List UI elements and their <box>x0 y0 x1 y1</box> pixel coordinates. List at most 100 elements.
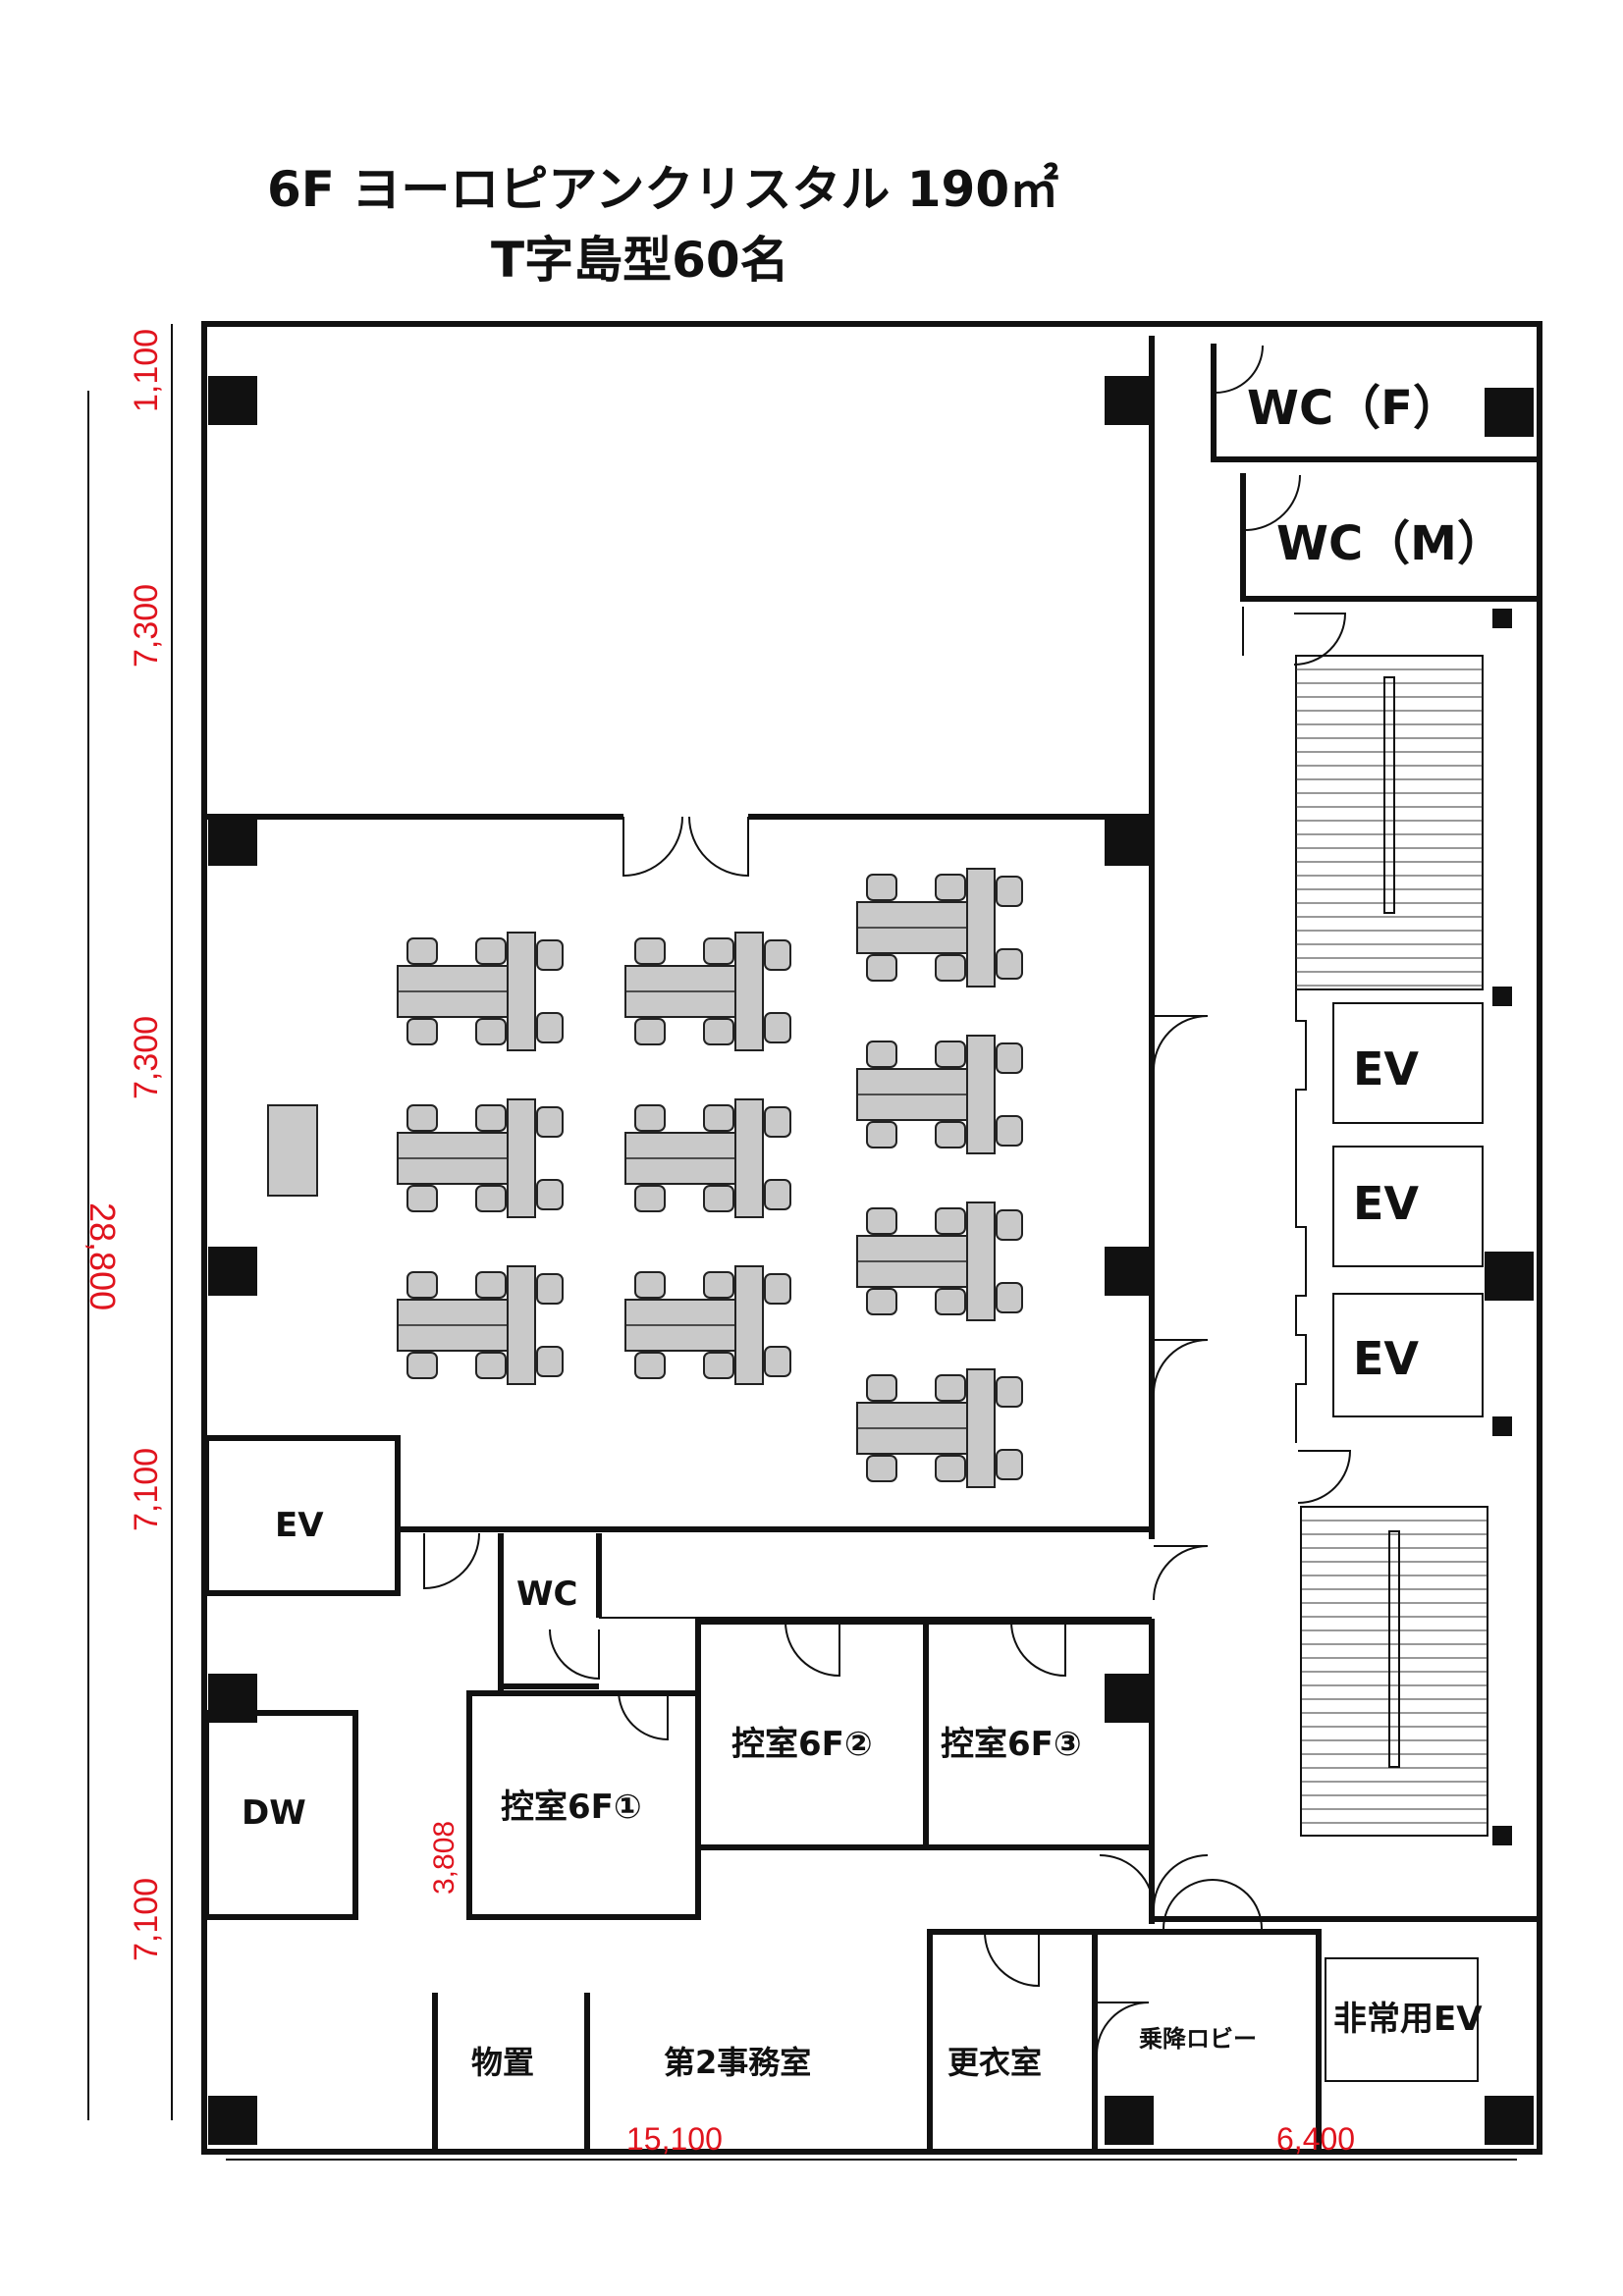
label-ev-left: EV <box>275 1506 324 1545</box>
chair <box>996 1282 1023 1313</box>
dim-room-width: 3,808 <box>428 1821 460 1895</box>
chair <box>634 1104 666 1132</box>
chair <box>703 937 734 965</box>
plan-title-line1: 6F ヨーロピアンクリスタル 190㎡ <box>267 161 1058 218</box>
outer-wall <box>201 321 1542 2155</box>
plan-title-line2: T字島型60名 <box>491 232 789 289</box>
chair <box>866 1121 897 1148</box>
label-ev2: EV <box>1353 1177 1419 1230</box>
dim-seg5: 7,100 <box>128 1878 165 1961</box>
chair <box>866 1288 897 1315</box>
dim-total: 28,800 <box>82 1202 123 1310</box>
head-table <box>966 1201 996 1321</box>
ev1-box <box>1332 1002 1484 1124</box>
table-islands <box>397 868 1023 1488</box>
table-island <box>856 1035 1023 1154</box>
head-table <box>734 932 764 1051</box>
wc-f-box <box>1211 344 1538 462</box>
chair <box>996 1209 1023 1241</box>
chair <box>475 1271 507 1299</box>
chair <box>866 874 897 901</box>
table-island <box>856 1368 1023 1488</box>
chair <box>475 1018 507 1045</box>
chair <box>703 1185 734 1212</box>
label-wc: WC <box>516 1575 577 1614</box>
chair <box>406 1018 438 1045</box>
dimension-lines <box>87 324 1517 2161</box>
chair <box>634 1352 666 1379</box>
chair <box>406 1271 438 1299</box>
chair <box>935 1207 966 1235</box>
chair <box>406 1352 438 1379</box>
label-ev1: EV <box>1353 1042 1419 1095</box>
table-island <box>856 868 1023 988</box>
chair <box>996 1449 1023 1480</box>
chair <box>996 1042 1023 1074</box>
chair <box>935 1455 966 1482</box>
label-emergency-ev: 非常用EV <box>1333 2000 1483 2039</box>
label-wc-f: WC（F） <box>1247 381 1460 436</box>
chair <box>703 1271 734 1299</box>
dim-seg2: 7,300 <box>128 584 165 667</box>
label-dw: DW <box>242 1793 306 1833</box>
chair <box>996 1376 1023 1408</box>
chair <box>634 1185 666 1212</box>
chair <box>764 1106 791 1138</box>
chair <box>935 1374 966 1402</box>
chair <box>935 1288 966 1315</box>
wc-m-box <box>1240 473 1538 602</box>
lobby-box <box>1092 1929 1322 2155</box>
label-jimushitsu: 第2事務室 <box>664 2044 811 2081</box>
head-table <box>507 1265 536 1385</box>
stair-upper-box <box>1295 655 1484 990</box>
chair <box>764 1273 791 1305</box>
head-table <box>734 1098 764 1218</box>
head-table <box>966 868 996 988</box>
ev-left-box <box>203 1435 401 1596</box>
chair <box>866 1207 897 1235</box>
table-island <box>856 1201 1023 1321</box>
chair <box>996 876 1023 907</box>
chair <box>866 1374 897 1402</box>
label-wc-m: WC（M） <box>1276 516 1504 571</box>
ev3-box <box>1332 1293 1484 1417</box>
chair <box>866 954 897 982</box>
dim-bottom-right: 6,400 <box>1276 2121 1355 2157</box>
label-monooki: 物置 <box>471 2044 534 2081</box>
chair <box>634 1018 666 1045</box>
chair <box>406 1185 438 1212</box>
label-hikae3: 控室6F③ <box>941 1725 1082 1764</box>
chair <box>703 1352 734 1379</box>
stair-lower-treads <box>1301 1520 1488 1824</box>
chair <box>475 1352 507 1379</box>
hikae3-box <box>923 1619 1155 1850</box>
chair <box>935 1121 966 1148</box>
chair <box>634 1271 666 1299</box>
dw-box <box>203 1710 358 1920</box>
head-table <box>966 1035 996 1154</box>
chair <box>703 1018 734 1045</box>
chair <box>536 1346 564 1377</box>
dim-bottom-left: 15,100 <box>626 2121 723 2157</box>
label-hikae2: 控室6F② <box>731 1725 873 1764</box>
chair <box>406 937 438 965</box>
table-island <box>624 1265 791 1385</box>
head-table <box>966 1368 996 1488</box>
koui-box <box>927 1929 1098 2155</box>
head-table <box>507 1098 536 1218</box>
table-island <box>624 932 791 1051</box>
dim-seg3: 7,300 <box>128 1016 165 1099</box>
chair <box>536 1179 564 1210</box>
dim-seg4: 7,100 <box>128 1448 165 1531</box>
head-table <box>734 1265 764 1385</box>
chair <box>764 1179 791 1210</box>
label-koui: 更衣室 <box>947 2044 1042 2081</box>
chair <box>866 1455 897 1482</box>
chair <box>475 1185 507 1212</box>
chair <box>536 1273 564 1305</box>
chair <box>996 1115 1023 1147</box>
structural-columns <box>208 376 1534 2145</box>
podium <box>267 1104 318 1197</box>
chair <box>536 1012 564 1043</box>
